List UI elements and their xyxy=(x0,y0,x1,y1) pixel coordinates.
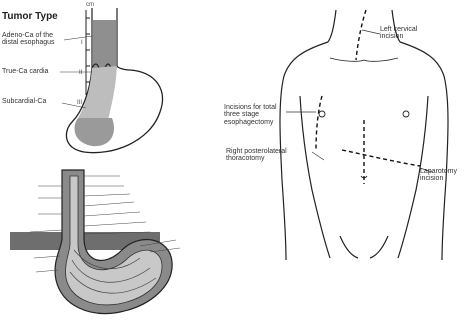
groin-outline xyxy=(340,236,388,258)
tumor-type-label-adeno: Adeno-Ca of the distal esophagus xyxy=(2,32,66,47)
laparotomy-side-incision-line xyxy=(342,150,420,166)
ruler-tick-3: III xyxy=(77,100,82,106)
tumor-type-title: Tumor Type xyxy=(2,12,58,23)
ruler-tick-2: II xyxy=(79,70,82,76)
right-nipple xyxy=(403,111,409,117)
subcardial-shaded-region xyxy=(75,118,114,146)
tumor-type-label-subcardial: Subcardial-Ca xyxy=(2,98,46,105)
tumor-type-label-cardia: True-Ca cardia xyxy=(2,68,48,75)
label-laparotomy-incision: Laparotomy incision xyxy=(420,168,462,183)
left-nipple xyxy=(319,111,325,117)
cardia-shaded-region xyxy=(78,66,117,120)
ruler-unit-label: cm xyxy=(86,2,94,8)
ruler-tick-1: I xyxy=(81,40,83,46)
left-cervical-incision-line xyxy=(356,10,366,60)
left-torso-side xyxy=(300,96,330,258)
anatomical-section-drawing xyxy=(10,170,180,314)
clavicle-lines xyxy=(330,58,398,61)
label-three-stage-incisions: Incisions for total three stage esophage… xyxy=(224,104,288,126)
right-thoracotomy-incision-line xyxy=(316,96,322,150)
label-left-cervical-incision: Left cervical incision xyxy=(380,26,440,41)
label-right-thoracotomy: Right posterolateral thoracotomy xyxy=(226,148,308,163)
tumor-shaded-region xyxy=(93,20,116,68)
